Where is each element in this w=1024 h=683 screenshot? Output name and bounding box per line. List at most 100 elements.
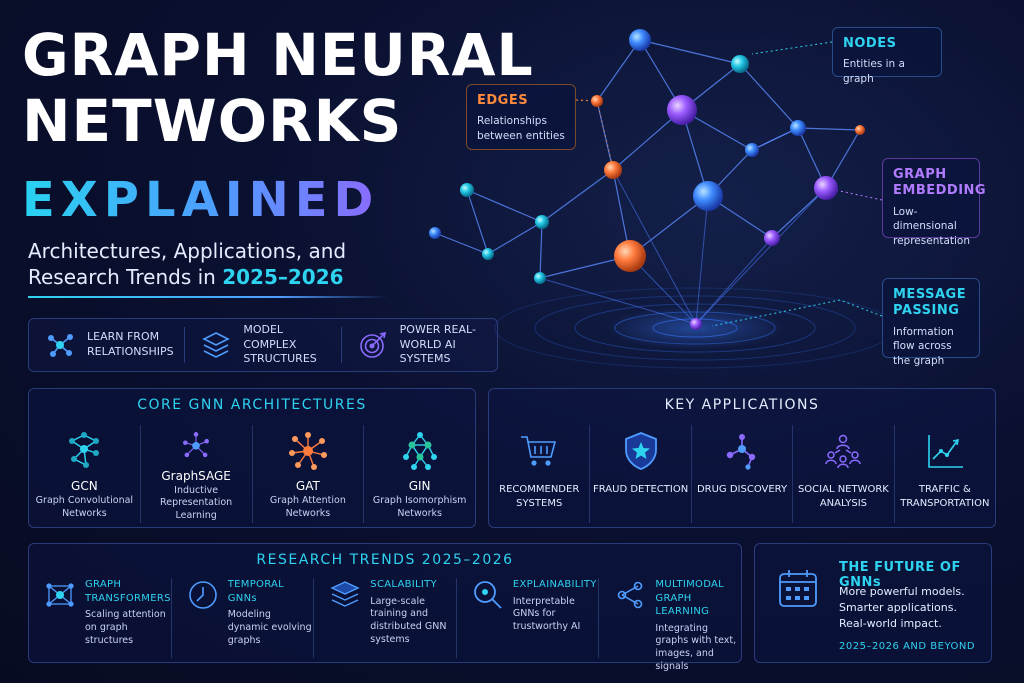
callout-desc: Relationships between entities: [477, 115, 565, 142]
hero-graph-illustration: [429, 29, 896, 369]
callout-desc: Information flow across the graph: [893, 325, 954, 367]
future-line: More powerful models.: [839, 585, 965, 598]
application-label: RECOMMENDER SYSTEMS: [499, 484, 580, 509]
trend-desc: Large-scale training and distributed GNN…: [370, 595, 447, 645]
panel-title: CORE GNN ARCHITECTURES: [137, 397, 367, 413]
architecture-gin: GIN Graph Isomorphism Networks: [364, 425, 475, 523]
graph-node: [460, 183, 474, 197]
feature-learn-relationships: LEARN FROM RELATIONSHIPS: [29, 327, 186, 363]
trend-title: EXPLAINABILITY: [512, 579, 597, 590]
calendar-icon: [779, 570, 817, 607]
graph-node: [745, 143, 759, 157]
trend-multimodal: MULTIMODAL GRAPH LEARNING Integrating gr…: [599, 578, 741, 672]
callout-desc: Entities in a graph: [843, 58, 905, 85]
trend-title: MULTIMODAL GRAPH LEARNING: [655, 579, 725, 617]
trend-title: SCALABILITY: [370, 579, 437, 590]
stacked-layers-icon: [202, 332, 231, 358]
application-traffic: TRAFFIC & TRANSPORTATION: [895, 425, 995, 523]
graph-node: [693, 181, 723, 211]
feature-label: LEARN FROM RELATIONSHIPS: [87, 330, 174, 358]
application-label: TRAFFIC & TRANSPORTATION: [900, 484, 990, 509]
callout-graph-embedding: GRAPH EMBEDDING Low-dimensional represen…: [882, 158, 986, 247]
graph-node: [535, 215, 549, 229]
feature-power-ai: POWER REAL-WORLD AI SYSTEMS: [342, 323, 497, 365]
future-footer: 2025–2026 AND BEYOND: [839, 641, 976, 652]
callout-message-passing: MESSAGE PASSING Information flow across …: [882, 278, 980, 367]
subtitle-line-2: Research Trends in 2025–2026: [28, 264, 344, 290]
callout-connectors: [575, 41, 883, 327]
feature-label: MODEL COMPLEX STRUCTURES: [243, 322, 317, 366]
graph-node: [790, 120, 806, 136]
architecture-name: GraphSAGE: [161, 468, 231, 483]
target-icon: [359, 331, 386, 358]
future-title: THE FUTURE OF GNNs: [839, 560, 961, 590]
architecture-graphsage: GraphSAGE Inductive Representation Learn…: [141, 425, 253, 523]
callout-title: NODES: [843, 36, 897, 51]
trend-desc: Integrating graphs with text, images, an…: [655, 622, 737, 672]
feature-model-structures: MODEL COMPLEX STRUCTURES: [185, 323, 342, 365]
architecture-name: GCN: [71, 479, 98, 493]
key-applications-panel: KEY APPLICATIONS RECOMMENDER SYSTEMS FRA…: [488, 388, 996, 528]
future-line: Smarter applications.: [839, 600, 957, 614]
graph-node: [614, 240, 646, 272]
graph-node: [764, 230, 780, 246]
trend-explainability: EXPLAINABILITY Interpretable GNNs for tr…: [457, 578, 600, 658]
shield-icon: [624, 432, 657, 470]
graph-edges: [434, 39, 861, 279]
gat-graph-icon: [288, 432, 327, 470]
graph-node: [591, 95, 603, 107]
molecule-icon: [726, 434, 756, 470]
feature-label: POWER REAL-WORLD AI SYSTEMS: [399, 322, 476, 366]
panel-title: RESEARCH TRENDS 2025–2026: [256, 552, 514, 568]
application-label: FRAUD DETECTION: [593, 484, 689, 495]
graph-node: [629, 29, 651, 51]
panel-title: KEY APPLICATIONS: [664, 397, 820, 413]
trend-title: TEMPORAL GNNs: [227, 579, 285, 604]
architecture-desc: Graph Isomorphism Networks: [372, 495, 467, 519]
line-chart-icon: [928, 435, 963, 468]
gcn-graph-icon: [69, 432, 100, 468]
application-label: DRUG DISCOVERY: [696, 484, 788, 495]
graph-node: [814, 176, 838, 200]
title-line-2: NETWORKS: [22, 87, 403, 155]
stack-icon: [330, 581, 360, 607]
subtitle-year-highlight: 2025–2026: [222, 265, 344, 289]
title-line-3: EXPLAINED: [22, 172, 380, 228]
application-social: SOCIAL NETWORK ANALYSIS: [793, 425, 895, 523]
architecture-name: GAT: [295, 479, 320, 493]
share-nodes-icon: [618, 581, 643, 609]
callout-desc: Low-dimensional representation: [893, 205, 971, 247]
application-label: SOCIAL NETWORK ANALYSIS: [797, 484, 889, 509]
architecture-gat: GAT Graph Attention Networks: [253, 425, 365, 523]
graph-nodes: [429, 29, 865, 330]
future-line: Real-world impact.: [839, 616, 942, 630]
application-fraud: FRAUD DETECTION: [590, 425, 692, 523]
magnifier-icon: [473, 581, 502, 609]
architecture-gcn: GCN Graph Convolutional Networks: [29, 425, 141, 523]
trend-desc: Scaling attention on graph structures: [85, 609, 166, 646]
architecture-name: GIN: [408, 479, 431, 493]
trend-desc: Modeling dynamic evolving graphs: [227, 609, 312, 646]
transformer-graph-icon: [46, 583, 74, 607]
architecture-desc: Graph Attention Networks: [269, 495, 346, 519]
core-architectures-panel: CORE GNN ARCHITECTURES GCN Graph Convolu…: [28, 388, 476, 528]
trend-title: GRAPH TRANSFORMERS: [85, 579, 171, 604]
title-line-1: GRAPH NEURAL: [22, 21, 534, 89]
clock-icon: [188, 581, 217, 609]
graphsage-graph-icon: [183, 432, 210, 458]
trend-graph-transformers: GRAPH TRANSFORMERS Scaling attention on …: [29, 578, 172, 658]
subtitle-line-1: Architectures, Applications, and: [28, 239, 347, 263]
application-drug: DRUG DISCOVERY: [692, 425, 794, 523]
title-divider: [28, 296, 388, 298]
trend-desc: Interpretable GNNs for trustworthy AI: [512, 595, 581, 633]
trend-scalability: SCALABILITY Large-scale training and dis…: [314, 578, 457, 658]
application-recommender: RECOMMENDER SYSTEMS: [489, 425, 591, 523]
graph-node: [534, 272, 546, 284]
graph-node: [855, 125, 865, 135]
subtitle-prefix: Research Trends in: [28, 265, 223, 289]
shopping-cart-icon: [521, 436, 557, 466]
callout-title: MESSAGE PASSING: [893, 287, 967, 319]
graph-node: [604, 161, 622, 179]
research-trends-panel: RESEARCH TRENDS 2025–2026 GRAPH TRANSFOR…: [28, 543, 742, 672]
future-panel: THE FUTURE OF GNNs More powerful models.…: [754, 543, 992, 663]
